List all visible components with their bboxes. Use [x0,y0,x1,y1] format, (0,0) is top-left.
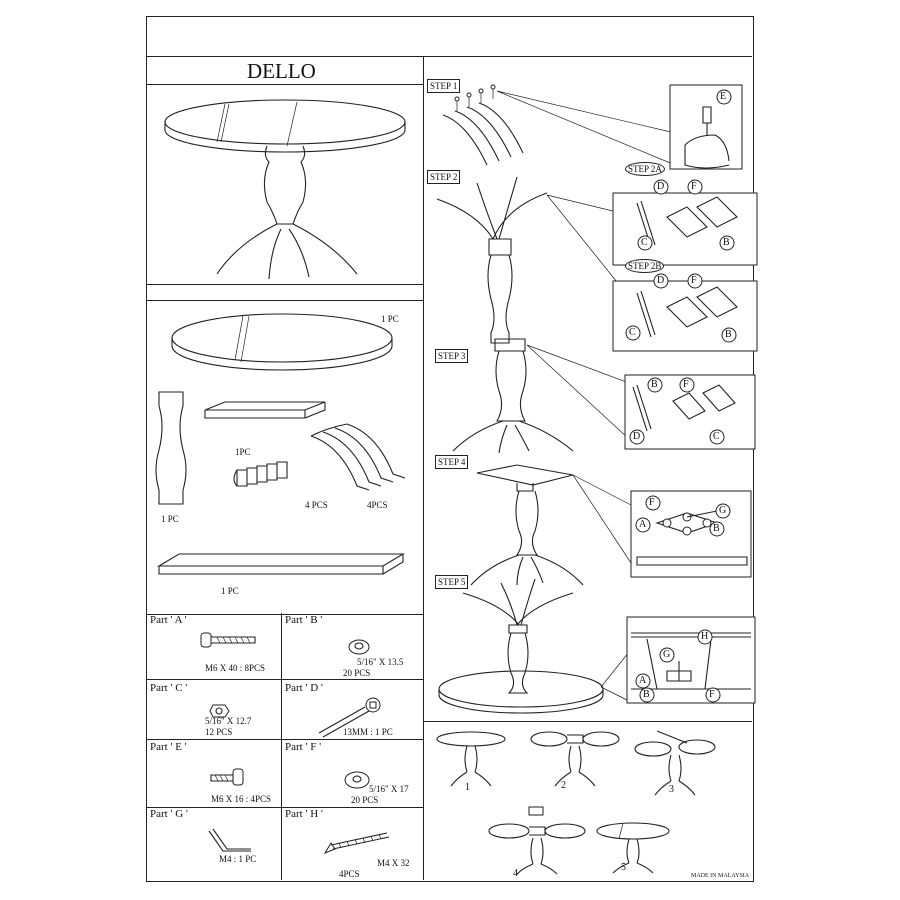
step-2-label: STEP 2 [427,170,461,184]
step-3-callout-c: C [713,431,720,442]
step-3-callout-b: B [651,379,658,390]
step-2a-callout-c: C [641,237,648,248]
ext-4 [488,806,586,875]
part-d-wrench-icon [318,697,381,738]
parts-hdivider-3 [147,807,423,808]
header-band [147,17,752,57]
parts-hdivider-1 [147,679,423,680]
ext-5 [596,822,670,874]
part-f-label: Part ' F ' [285,741,322,753]
ext-step-4: 4 [513,868,518,879]
legs-qty: 4PCS [367,500,388,510]
part-h-wood-screw-icon [323,832,390,855]
extension-box [424,721,752,722]
ext-step-1: 1 [465,782,470,793]
parts-vdivider [281,613,282,880]
hero-box [147,84,423,285]
step-4-callout-a: A [639,519,647,530]
parts-hdivider-2 [147,739,423,740]
step-2b-callout-f: F [691,275,697,286]
part-h-spec: M4 X 32 [377,858,410,868]
part-a-spec: M6 X 40 : 8PCS [205,663,266,673]
step-1-label: STEP 1 [427,79,461,93]
step-3-callout-circles [629,377,725,445]
part-h-qty: 4PCS [339,869,360,879]
step-5-callout-a: A [639,675,647,686]
part-b-qty: 20 PCS [343,668,371,678]
part-g-allen-key-icon [208,828,251,852]
step-5-callout-h: H [701,631,709,642]
part-e-spec: M6 X 16 : 4PCS [211,794,272,804]
step-3-label: STEP 3 [435,349,469,363]
part-a-bolt-icon [200,632,256,648]
ext-3 [634,730,716,796]
step-2a-callout-b: B [723,237,730,248]
ext-1 [436,731,506,787]
step-4-callout-g: G [719,505,727,516]
step-4-label: STEP 4 [435,455,469,469]
extension-sequence-drawing [436,730,716,875]
part-c-label: Part ' C ' [150,682,188,694]
step-3-callout-d: D [633,431,641,442]
parts-grid [147,613,423,880]
tabletop-qty: 1 PC [381,314,399,324]
part-c-nut-icon [209,704,230,718]
part-c-qty: 12 PCS [205,727,233,737]
step-1-drawing [442,84,743,170]
step-2b-label: STEP 2B [625,259,665,273]
components-drawing [155,313,406,575]
part-h-label: Part ' H ' [285,808,323,820]
part-e-label: Part ' E ' [150,741,187,753]
part-b-spec: 5/16" X 13.5 [357,657,404,667]
product-title: DELLO [247,59,316,83]
part-c-spec: 5/16" X 12.7 [205,716,252,726]
part-a-label: Part ' A ' [150,614,187,626]
step-2b-callout-d: D [657,275,665,286]
part-g-label: Part ' G ' [150,808,188,820]
column-divider [423,57,424,880]
step-3-callout-f: F [683,379,689,390]
components-box [147,300,423,615]
step-4-callout-b: B [713,523,720,534]
title-row [147,57,423,85]
callout-e: E [720,91,727,102]
made-in-label: MADE IN MALAYSIA [691,873,750,879]
leaf-qty: 1 PC [221,586,239,596]
part-d-label: Part ' D ' [285,682,323,694]
part-f-qty: 20 PCS [351,795,379,805]
step-2a-callout-f: F [691,181,697,192]
part-f-spec: 5/16" X 17 [369,784,409,794]
ext-2 [530,731,620,787]
blocks-qty: 4 PCS [305,500,328,510]
part-g-spec: M4 : 1 PC [219,854,257,864]
step-2a-label: STEP 2A [625,162,665,176]
step-2-callout-circles [625,179,737,343]
part-b-label: Part ' B ' [285,614,323,626]
step-5-callout-circles [635,629,721,703]
step-5-callout-g: G [663,649,671,660]
step-5-callout-f: F [709,689,715,700]
column-qty: 1 PC [161,514,179,524]
ext-step-5: 5 [621,862,626,873]
step-4-callout-circles [635,495,731,537]
step-5-label: STEP 5 [435,575,469,589]
ext-step-3: 3 [669,784,674,795]
part-f-washer-icon [344,771,370,789]
step-4-drawing [470,464,752,586]
part-e-screw-icon [210,768,244,786]
step-2b-callout-b: B [725,329,732,340]
ext-step-2: 2 [561,780,566,791]
step-4-callout-f: F [649,497,655,508]
assembled-table-drawing [164,99,406,280]
step-5-callout-b: B [643,689,650,700]
step-2b-callout-c: C [629,327,636,338]
instruction-sheet: DELLO 1 PC 1PC 1 PC 4 PCS 4PCS 1 PC Part… [146,16,758,882]
part-b-washer-icon [348,639,370,655]
step-2a-callout-d: D [657,181,665,192]
callout-e-circle [716,89,732,105]
plate-qty: 1PC [235,447,251,457]
part-d-spec: 13MM : 1 PC [343,727,393,737]
